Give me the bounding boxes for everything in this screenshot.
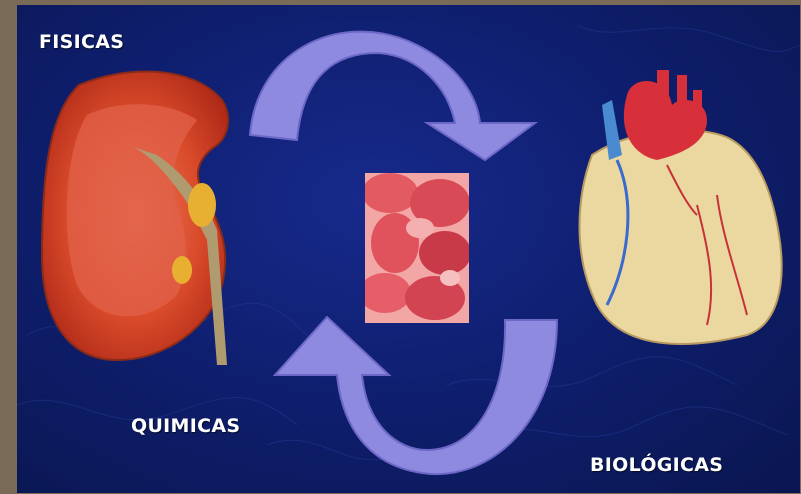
label-biologicas: BIOLÓGICAS — [590, 454, 723, 476]
label-quimicas: QUIMICAS — [131, 415, 240, 437]
label-fisicas: FISICAS — [39, 31, 124, 53]
slide: FISICAS QUIMICAS BIOLÓGICAS — [17, 5, 800, 493]
